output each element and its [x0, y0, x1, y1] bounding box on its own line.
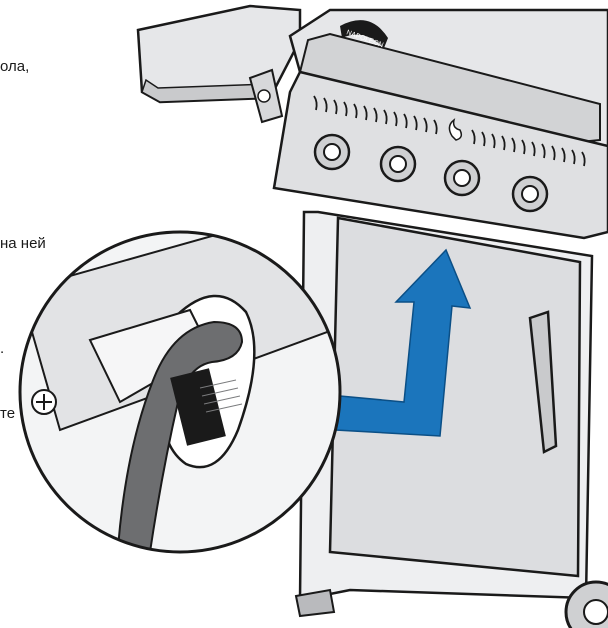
instruction-text-line-2: на ней — [0, 235, 46, 252]
cleaning-brush — [116, 320, 244, 552]
door-handle — [528, 310, 558, 454]
direction-arrow — [335, 248, 472, 437]
brush-bristles — [170, 368, 226, 446]
instruction-text-line-4: те — [0, 405, 16, 422]
instruction-text-line-3: . — [0, 340, 5, 357]
front-leg — [294, 588, 336, 618]
vent-slots — [313, 95, 586, 167]
flame-logo-icon — [448, 118, 463, 141]
instruction-text-line-1: ола, — [0, 58, 30, 75]
